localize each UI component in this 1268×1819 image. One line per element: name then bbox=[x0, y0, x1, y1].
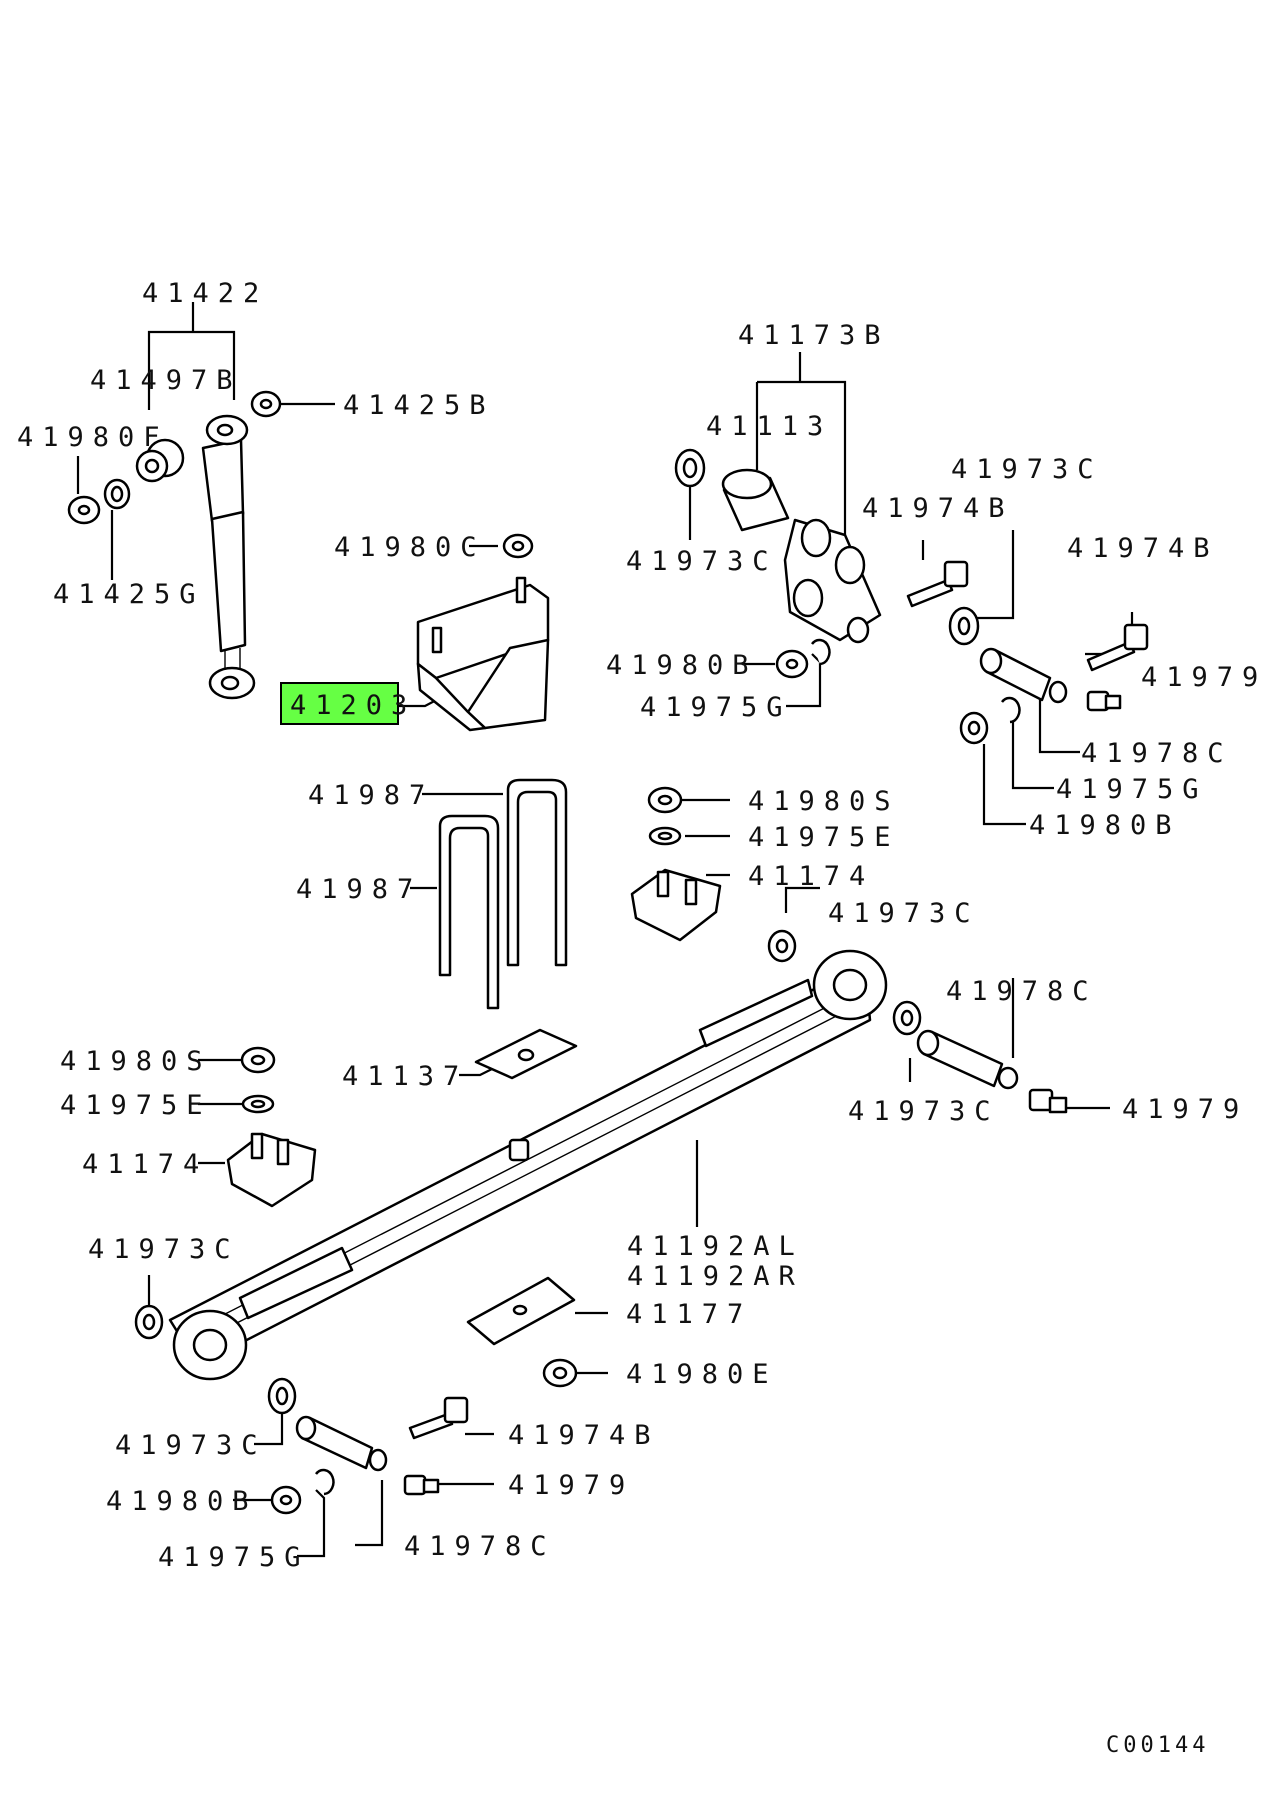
shackle-41173B bbox=[783, 518, 882, 644]
label-41980S[interactable]: 41980S bbox=[748, 786, 900, 817]
highlight-box bbox=[280, 682, 399, 725]
label-41974B[interactable]: 41974B bbox=[508, 1420, 660, 1451]
label-41973C[interactable]: 41973C bbox=[951, 454, 1103, 485]
nut-41980S-a bbox=[647, 786, 683, 814]
washer-41973C-e bbox=[134, 1304, 164, 1340]
washer-41973C-d bbox=[892, 1000, 922, 1036]
grease-nipple-41979-c bbox=[403, 1474, 440, 1496]
washer-41973C-f bbox=[267, 1377, 297, 1415]
pin-41978C-c bbox=[295, 1415, 388, 1472]
label-41173B[interactable]: 41173B bbox=[738, 320, 890, 351]
washer-41975E-a bbox=[648, 826, 682, 846]
clip-41975G-b bbox=[1001, 696, 1021, 724]
washer-41975E-b bbox=[241, 1094, 275, 1114]
nut-41980E bbox=[542, 1358, 578, 1388]
label-41980F[interactable]: 41980F bbox=[17, 422, 169, 453]
nut-41980F bbox=[67, 495, 101, 525]
label-41192AL[interactable]: 41192AL bbox=[627, 1231, 804, 1262]
washer-41973C-b bbox=[948, 606, 980, 646]
label-41975G[interactable]: 41975G bbox=[158, 1542, 310, 1573]
nut-41980S-b bbox=[240, 1046, 276, 1074]
bushing-41497B bbox=[135, 438, 185, 483]
label-41979[interactable]: 41979 bbox=[1141, 662, 1267, 693]
spacer-41137 bbox=[474, 1028, 578, 1080]
nut-41980B-c bbox=[270, 1485, 302, 1515]
label-41973C[interactable]: 41973C bbox=[115, 1430, 267, 1461]
pad-41174-b bbox=[226, 1132, 317, 1208]
u-bolt-41987 bbox=[438, 778, 568, 1010]
label-41975G[interactable]: 41975G bbox=[640, 692, 792, 723]
grease-nipple-41979-b bbox=[1028, 1088, 1068, 1114]
label-41980S[interactable]: 41980S bbox=[60, 1046, 212, 1077]
nut-41980B-a bbox=[775, 649, 809, 679]
label-41174[interactable]: 41174 bbox=[82, 1149, 208, 1180]
label-41973C[interactable]: 41973C bbox=[88, 1234, 240, 1265]
label-41973C[interactable]: 41973C bbox=[828, 898, 980, 929]
bolt-41974B-c bbox=[408, 1396, 469, 1440]
part-labels: 41422 41497B 41425B 41980F 41425G 41980C… bbox=[17, 278, 1267, 1758]
label-41978C[interactable]: 41978C bbox=[1081, 738, 1233, 769]
leaf-spring-41192 bbox=[168, 949, 888, 1381]
bracket-41203 bbox=[416, 576, 550, 732]
label-41975E[interactable]: 41975E bbox=[748, 822, 900, 853]
label-41980E[interactable]: 41980E bbox=[626, 1359, 778, 1390]
bolt-41974B-a bbox=[906, 560, 969, 608]
label-41973C[interactable]: 41973C bbox=[626, 546, 778, 577]
label-41987[interactable]: 41987 bbox=[308, 780, 434, 811]
label-41203[interactable]: 41203 bbox=[290, 690, 416, 721]
label-41978C[interactable]: 41978C bbox=[946, 976, 1098, 1007]
label-41497B[interactable]: 41497B bbox=[90, 365, 242, 396]
bolt-41974B-b bbox=[1086, 623, 1149, 672]
label-41978C[interactable]: 41978C bbox=[404, 1531, 556, 1562]
label-41980B[interactable]: 41980B bbox=[606, 650, 758, 681]
clip-41975G-c bbox=[315, 1468, 335, 1496]
label-41425G[interactable]: 41425G bbox=[53, 579, 205, 610]
pin-41978C-b bbox=[916, 1029, 1019, 1090]
nut-41425B bbox=[250, 390, 282, 418]
label-41987[interactable]: 41987 bbox=[296, 874, 422, 905]
pad-41174-a bbox=[630, 868, 722, 942]
label-41974B[interactable]: 41974B bbox=[862, 493, 1014, 524]
label-41975E[interactable]: 41975E bbox=[60, 1090, 212, 1121]
label-41974B[interactable]: 41974B bbox=[1067, 533, 1219, 564]
washer-41425G bbox=[103, 478, 131, 510]
washer-41973C-c bbox=[767, 929, 797, 963]
clip-41975G-a bbox=[811, 638, 831, 666]
label-41979[interactable]: 41979 bbox=[1122, 1094, 1248, 1125]
pin-41978C-a bbox=[979, 647, 1068, 704]
nut-41980C bbox=[502, 533, 534, 559]
label-41975G[interactable]: 41975G bbox=[1056, 774, 1208, 805]
label-41979[interactable]: 41979 bbox=[508, 1470, 634, 1501]
bushing-41113 bbox=[721, 468, 790, 532]
label-41973C[interactable]: 41973C bbox=[848, 1096, 1000, 1127]
grease-nipple-41979-a bbox=[1086, 690, 1122, 712]
label-41137[interactable]: 41137 bbox=[342, 1061, 468, 1092]
label-41174[interactable]: 41174 bbox=[748, 861, 874, 892]
label-41177[interactable]: 41177 bbox=[626, 1299, 752, 1330]
nut-41980B-b bbox=[959, 711, 989, 745]
label-41113[interactable]: 41113 bbox=[706, 411, 832, 442]
label-41425B[interactable]: 41425B bbox=[343, 390, 495, 421]
washer-41973C-a bbox=[674, 448, 706, 488]
label-41980B[interactable]: 41980B bbox=[1029, 810, 1181, 841]
label-41192AR[interactable]: 41192AR bbox=[627, 1261, 804, 1292]
label-41422[interactable]: 41422 bbox=[142, 278, 268, 309]
reference-code: C00144 bbox=[1106, 1733, 1209, 1758]
label-41980B[interactable]: 41980B bbox=[106, 1486, 258, 1517]
plate-41177 bbox=[466, 1276, 576, 1346]
shock-absorber-41422 bbox=[201, 414, 256, 700]
label-41980C[interactable]: 41980C bbox=[334, 532, 486, 563]
